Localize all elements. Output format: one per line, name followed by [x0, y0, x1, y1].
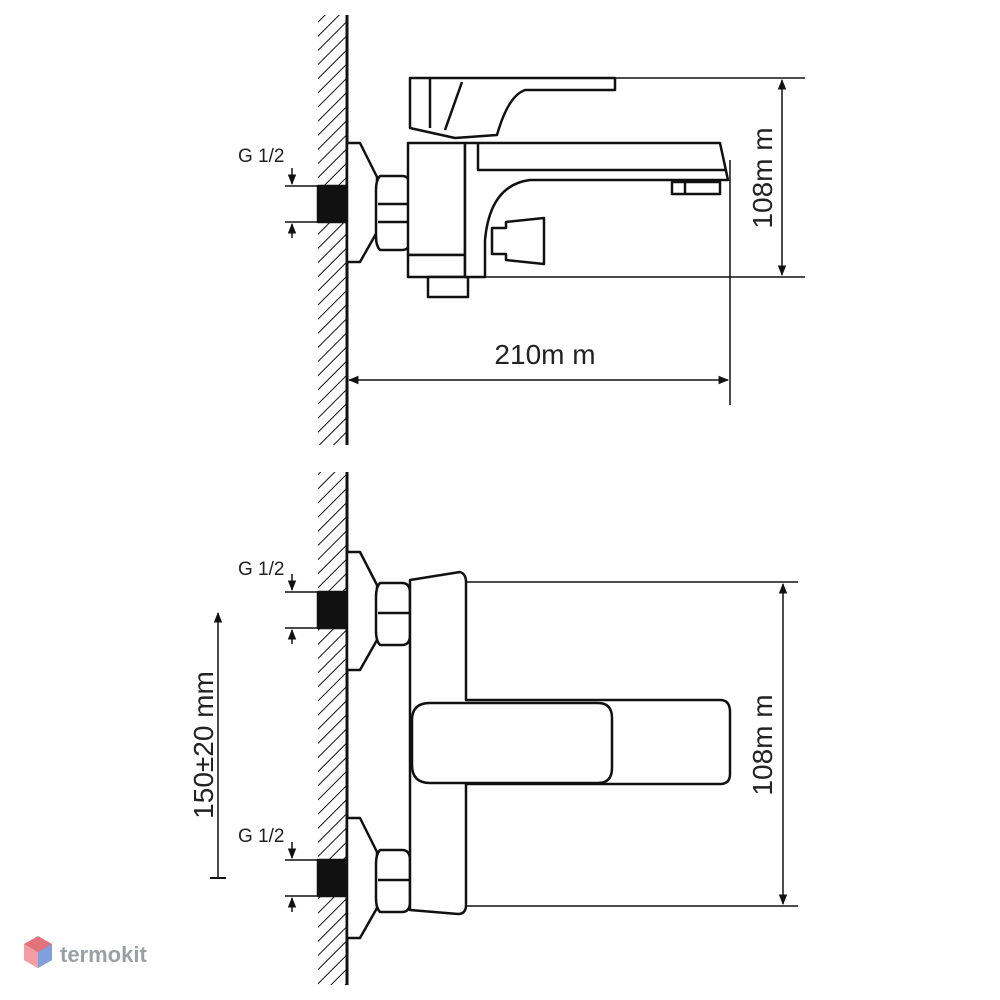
thread-label-front-bottom: G 1/2: [238, 826, 284, 847]
thread-pipe-top: [316, 184, 349, 224]
bottom-outlet: [426, 275, 470, 299]
front-view: [210, 472, 798, 985]
diverter-knob: [490, 216, 546, 266]
wall-hatch-top: [318, 15, 346, 445]
handle-lever-top: [408, 76, 617, 140]
termokit-logo-icon: [24, 936, 52, 968]
thread-pipe-upper: [316, 590, 349, 630]
handle-front: [410, 701, 614, 785]
spout: [463, 141, 730, 279]
length-dimension: 210m m: [494, 339, 595, 370]
wall-hatch-bottom: [318, 472, 346, 985]
watermark: termokit: [24, 936, 147, 968]
watermark-text: termokit: [60, 942, 147, 967]
thread-label-side: G 1/2: [238, 146, 284, 167]
height-dimension-side: 108m m: [747, 127, 778, 228]
flange-top: [345, 141, 379, 264]
hex-nut-top: [374, 174, 412, 252]
spacing-dimension: 150±20 mm: [188, 671, 219, 819]
side-view: [285, 15, 805, 445]
flange-upper: [345, 550, 379, 672]
valve-body-top: [406, 141, 467, 257]
aerator: [670, 180, 722, 196]
thread-label-front-top: G 1/2: [238, 559, 284, 580]
height-dimension-front: 108m m: [747, 694, 778, 795]
flange-lower: [345, 816, 379, 940]
thread-pipe-lower: [316, 858, 349, 898]
